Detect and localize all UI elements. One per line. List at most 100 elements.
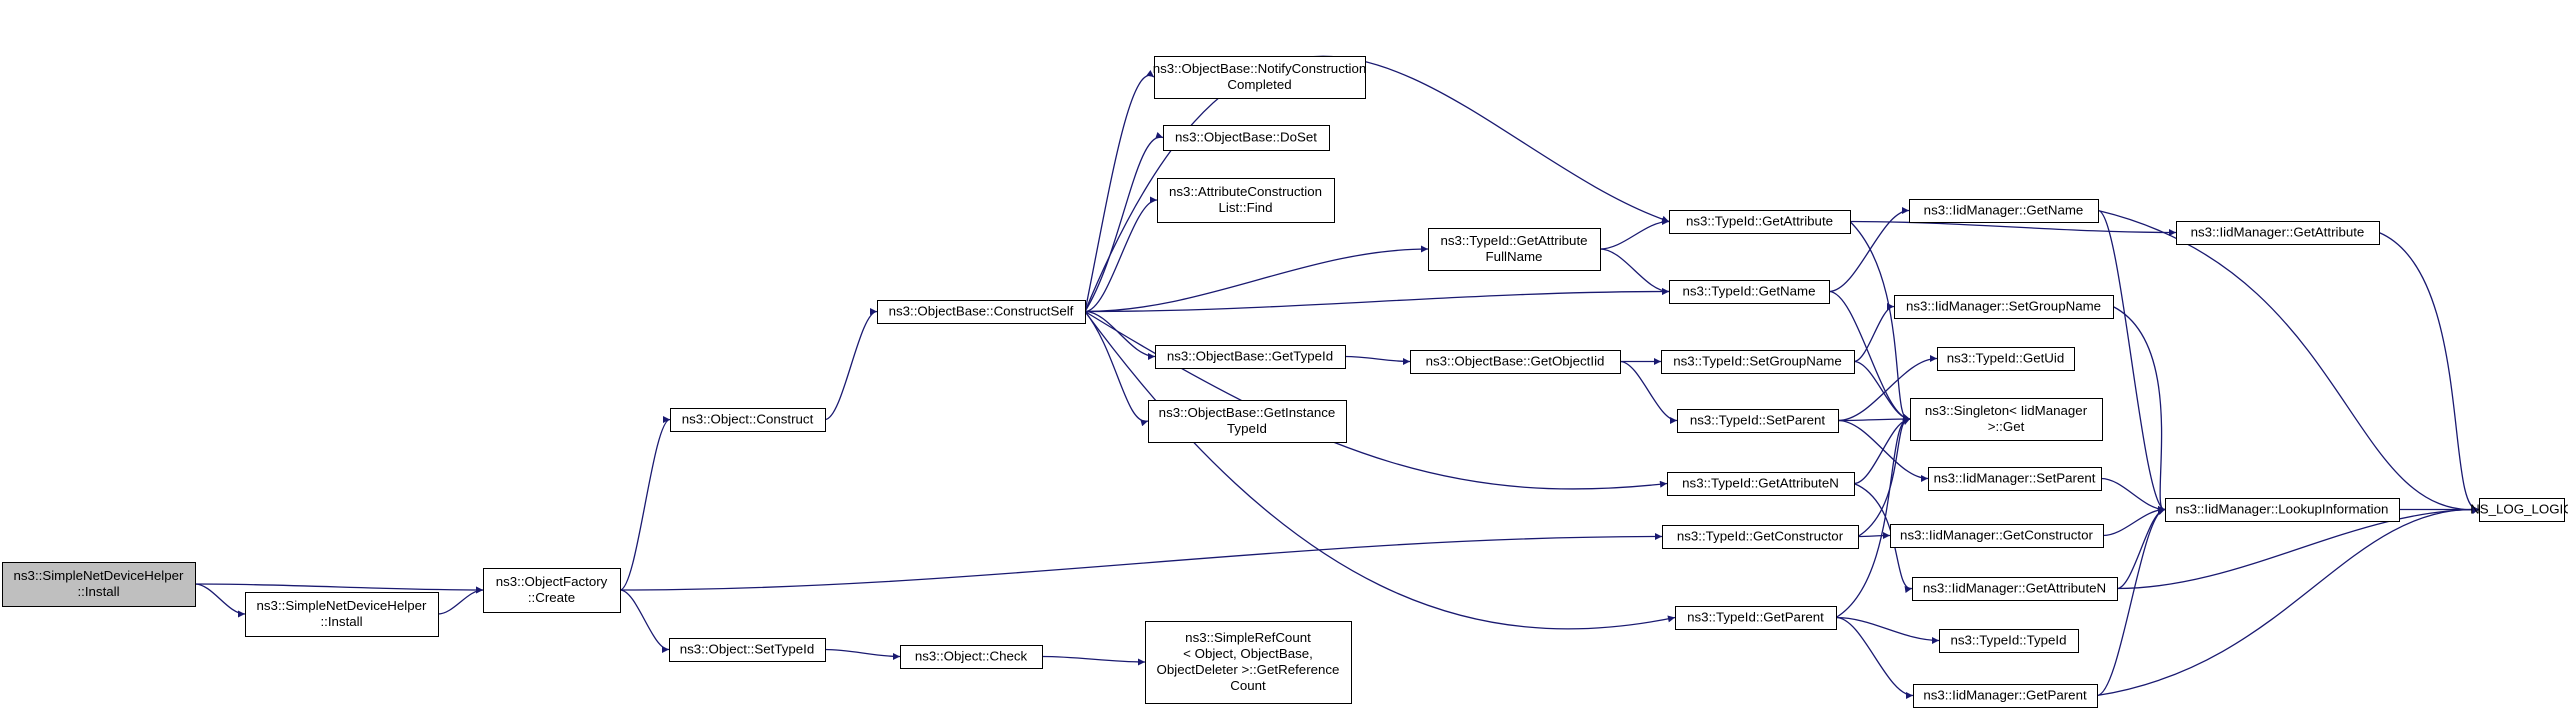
node-iid-getattributen[interactable]: ns3::IidManager::GetAttributeN bbox=[1912, 577, 2118, 601]
node-tid-getconstructor[interactable]: ns3::TypeId::GetConstructor bbox=[1662, 525, 1859, 549]
call-edge-iid_getconstructor-to-iid_lookupinfo bbox=[2102, 506, 2166, 537]
node-box bbox=[245, 592, 439, 637]
node-label-line: ns3::TypeId::GetUid bbox=[1947, 351, 2065, 366]
node-box bbox=[2176, 221, 2380, 245]
node-box bbox=[1669, 280, 1830, 304]
node-box bbox=[1662, 525, 1859, 549]
call-edge-sndh_install2-to-of_create bbox=[437, 586, 484, 615]
node-box bbox=[1155, 345, 1346, 369]
node-tid-setgroupname[interactable]: ns3::TypeId::SetGroupName bbox=[1661, 350, 1855, 374]
call-edge-root-to-of_create bbox=[194, 583, 484, 594]
node-obj-check[interactable]: ns3::Object::Check bbox=[900, 645, 1043, 669]
node-src-getrefcount[interactable]: ns3::SimpleRefCount< Object, ObjectBase,… bbox=[1145, 621, 1352, 704]
node-tid-typeid[interactable]: ns3::TypeId::TypeId bbox=[1939, 629, 2079, 653]
node-label-line: ns3::Object::Construct bbox=[682, 412, 814, 427]
node-label-line: ObjectDeleter >::GetReference bbox=[1157, 662, 1340, 677]
node-label-line: ::Create bbox=[528, 590, 575, 605]
node-box bbox=[1937, 347, 2075, 371]
call-edge-ob_constructself-to-tid_getattrfullname bbox=[1084, 245, 1429, 313]
node-label-line: ns3::IidManager::GetName bbox=[1924, 203, 2084, 218]
node-label-line: ns3::TypeId::GetParent bbox=[1687, 610, 1824, 625]
node-box bbox=[1148, 400, 1347, 443]
node-ob-doset[interactable]: ns3::ObjectBase::DoSet bbox=[1163, 125, 1330, 151]
node-of-create[interactable]: ns3::ObjectFactory::Create bbox=[483, 568, 621, 613]
node-ob-notify[interactable]: ns3::ObjectBase::NotifyConstructionCompl… bbox=[1153, 56, 1367, 99]
call-edge-obj_construct-to-ob_constructself bbox=[824, 308, 878, 421]
node-tid-getparent[interactable]: ns3::TypeId::GetParent bbox=[1675, 606, 1837, 630]
call-edge-ob_constructself-to-tid_getattribute bbox=[1084, 55, 1670, 312]
node-box bbox=[1890, 524, 2104, 548]
node-box bbox=[2165, 498, 2400, 522]
node-singleton-get[interactable]: ns3::Singleton< IidManager >::Get bbox=[1910, 398, 2103, 441]
node-ob-gettypeid[interactable]: ns3::ObjectBase::GetTypeId bbox=[1155, 345, 1346, 369]
node-label-line: ns3::SimpleNetDeviceHelper bbox=[14, 568, 185, 583]
node-label-line: ns3::TypeId::GetName bbox=[1682, 284, 1815, 299]
call-edge-iid_getparent-to-ns_log_logic bbox=[2096, 505, 2480, 697]
call-edge-tid_getparent-to-tid_typeid bbox=[1835, 616, 1940, 644]
node-box bbox=[1910, 398, 2103, 441]
node-sndh-install2[interactable]: ns3::SimpleNetDeviceHelper::Install bbox=[245, 592, 439, 637]
node-tid-getname[interactable]: ns3::TypeId::GetName bbox=[1669, 280, 1830, 304]
node-iid-getattribute[interactable]: ns3::IidManager::GetAttribute bbox=[2176, 221, 2380, 245]
call-edge-ob_constructself-to-ob_getinstancetypeid bbox=[1084, 311, 1149, 427]
node-box bbox=[1154, 56, 1366, 99]
node-iid-setparent[interactable]: ns3::IidManager::SetParent bbox=[1928, 467, 2102, 491]
node-iid-getconstructor[interactable]: ns3::IidManager::GetConstructor bbox=[1890, 524, 2104, 548]
call-edge-iid_getparent-to-iid_lookupinfo bbox=[2096, 506, 2166, 697]
node-box bbox=[1677, 409, 1839, 433]
node-label-line: ns3::ObjectBase::DoSet bbox=[1175, 130, 1317, 145]
node-label-line: ns3::TypeId::GetAttribute bbox=[1440, 233, 1587, 248]
node-label-line: ns3::IidManager::GetAttributeN bbox=[1923, 581, 2106, 596]
node-label-line: ns3::TypeId::GetConstructor bbox=[1677, 529, 1844, 544]
node-label-line: ns3::ObjectBase::GetTypeId bbox=[1167, 349, 1333, 364]
node-label-line: ns3::AttributeConstruction bbox=[1169, 184, 1322, 199]
node-tid-setparent[interactable]: ns3::TypeId::SetParent bbox=[1677, 409, 1839, 433]
node-label-line: TypeId bbox=[1227, 421, 1267, 436]
node-tid-getattribute[interactable]: ns3::TypeId::GetAttribute bbox=[1669, 210, 1851, 234]
node-label-line: ns3::IidManager::SetGroupName bbox=[1906, 299, 2101, 314]
call-edge-tid_setparent-to-tid_getuid bbox=[1837, 355, 1938, 422]
call-edges bbox=[194, 55, 2480, 699]
node-label-line: ns3::TypeId::GetAttribute bbox=[1686, 214, 1833, 229]
node-tid-getuid[interactable]: ns3::TypeId::GetUid bbox=[1937, 347, 2075, 371]
node-iid-getparent[interactable]: ns3::IidManager::GetParent bbox=[1913, 684, 2098, 708]
call-edge-ob_constructself-to-acl_find bbox=[1084, 196, 1158, 313]
node-label-line: Completed bbox=[1227, 77, 1291, 92]
call-edge-tid_getconstructor-to-iid_getconstructor bbox=[1857, 532, 1891, 540]
node-label-line: ns3::ObjectBase::GetObjectIid bbox=[1426, 354, 1605, 369]
node-iid-lookupinfo[interactable]: ns3::IidManager::LookupInformation bbox=[2165, 498, 2400, 522]
node-box bbox=[1913, 684, 2098, 708]
node-ob-constructself[interactable]: ns3::ObjectBase::ConstructSelf bbox=[877, 300, 1086, 324]
node-iid-setgroupname[interactable]: ns3::IidManager::SetGroupName bbox=[1894, 295, 2114, 319]
node-obj-settypeid[interactable]: ns3::Object::SetTypeId bbox=[669, 638, 826, 662]
call-edge-ob_constructself-to-ob_doset bbox=[1084, 132, 1164, 312]
node-label-line: ns3::TypeId::TypeId bbox=[1950, 633, 2066, 648]
node-label-line: < Object, ObjectBase, bbox=[1183, 646, 1313, 661]
node-label-line: ns3::ObjectBase::GetInstance bbox=[1159, 405, 1336, 420]
node-ob-getobjectiid[interactable]: ns3::ObjectBase::GetObjectIid bbox=[1410, 350, 1621, 374]
node-box bbox=[1909, 199, 2099, 223]
node-root[interactable]: ns3::SimpleNetDeviceHelper::Install bbox=[2, 562, 196, 607]
node-label-line: FullName bbox=[1486, 249, 1543, 264]
node-obj-construct[interactable]: ns3::Object::Construct bbox=[670, 408, 826, 432]
node-label-line: >::Get bbox=[1988, 419, 2025, 434]
call-edge-tid_getattrfullname-to-tid_getname bbox=[1599, 248, 1670, 295]
node-label-line: ns3::Object::Check bbox=[915, 649, 1028, 664]
node-ns-log-logic[interactable]: NS_LOG_LOGIC bbox=[2470, 498, 2568, 522]
node-label-line: ns3::IidManager::SetParent bbox=[1934, 471, 2096, 486]
node-label-line: ns3::TypeId::SetParent bbox=[1690, 413, 1826, 428]
call-edge-obj_settypeid-to-obj_check bbox=[824, 648, 901, 660]
node-iid-getname[interactable]: ns3::IidManager::GetName bbox=[1909, 199, 2099, 223]
node-label-line: ns3::IidManager::GetAttribute bbox=[2191, 225, 2365, 240]
node-label-line: ns3::Object::SetTypeId bbox=[680, 642, 815, 657]
node-box bbox=[1912, 577, 2118, 601]
call-edge-tid_getattrfullname-to-tid_getattribute bbox=[1599, 218, 1670, 250]
call-edge-iid_setgroupname-to-iid_lookupinfo bbox=[2112, 305, 2166, 515]
node-tid-getattributen[interactable]: ns3::TypeId::GetAttributeN bbox=[1667, 472, 1855, 496]
call-edge-of_create-to-obj_settypeid bbox=[619, 589, 670, 653]
node-label-line: ns3::TypeId::SetGroupName bbox=[1673, 354, 1842, 369]
